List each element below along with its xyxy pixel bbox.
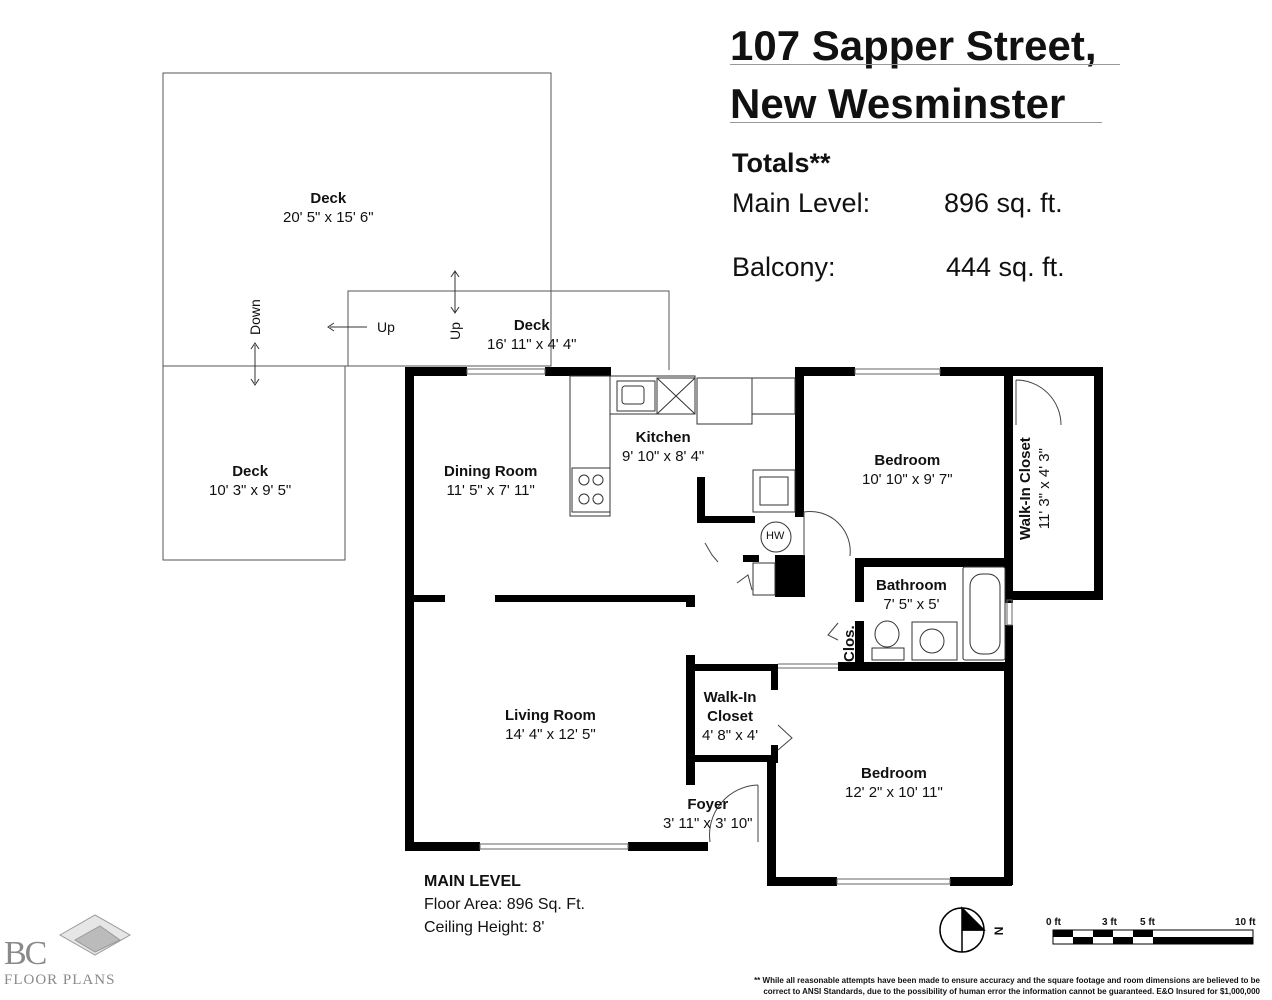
- main-level-total: Main Level: 896 sq. ft.: [732, 188, 1063, 219]
- main-level-heading: MAIN LEVEL: [424, 873, 521, 890]
- stairs-up-label-1: Up: [377, 319, 395, 335]
- main-level-label: Main Level:: [732, 188, 871, 218]
- logo-graphic: [58, 914, 132, 956]
- address-line-1: 107 Sapper Street,: [730, 22, 1097, 69]
- floor-area: Floor Area: 896 Sq. Ft.: [424, 896, 585, 913]
- scale-label-0: 0 ft: [1046, 917, 1061, 928]
- main-level-value: 896 sq. ft.: [944, 188, 1063, 218]
- scale-label-5: 5 ft: [1140, 917, 1155, 928]
- main-level-info: MAIN LEVEL Floor Area: 896 Sq. Ft. Ceili…: [424, 870, 585, 939]
- title-underline-1: [730, 64, 1120, 65]
- ceiling-height: Ceiling Height: 8': [424, 919, 545, 936]
- compass-rose: [939, 906, 986, 953]
- stairs-down-label: Down: [247, 299, 263, 335]
- balcony-total: Balcony: 444 sq. ft.: [732, 252, 1065, 283]
- totals-heading: Totals**: [732, 148, 831, 178]
- scale-bar: [1052, 929, 1254, 945]
- deck-top-outline: [347, 290, 670, 370]
- clos-label: Clos.: [841, 625, 858, 662]
- scale-label-10: 10 ft: [1235, 917, 1256, 928]
- walls: [405, 367, 1103, 886]
- stair-arrows: [250, 270, 460, 386]
- bc-floor-plans-logo: BC FLOOR PLANS: [0, 935, 140, 995]
- balcony-value: 444 sq. ft.: [946, 252, 1065, 282]
- north-label: N: [991, 926, 1006, 936]
- address-line-2: New Wesminster: [730, 80, 1066, 127]
- logo-bc: BC: [4, 935, 47, 972]
- kitchen-fixtures: [569, 375, 796, 596]
- windows: [466, 368, 1013, 885]
- bathroom-fixtures: [871, 566, 1006, 661]
- stairs-up-label-2: Up: [447, 322, 463, 340]
- hw-label: HW: [766, 530, 785, 542]
- balcony-label: Balcony:: [732, 252, 836, 282]
- doors: [704, 379, 1062, 843]
- deck-left-outline: [162, 366, 346, 561]
- logo-floor-plans: FLOOR PLANS: [4, 972, 116, 988]
- scale-label-3: 3 ft: [1102, 917, 1117, 928]
- deck-outlines: [162, 72, 670, 561]
- disclaimer: ** While all reasonable attempts have be…: [754, 976, 1260, 996]
- deck-large-outline: [162, 72, 552, 367]
- title-underline-2: [730, 122, 1102, 123]
